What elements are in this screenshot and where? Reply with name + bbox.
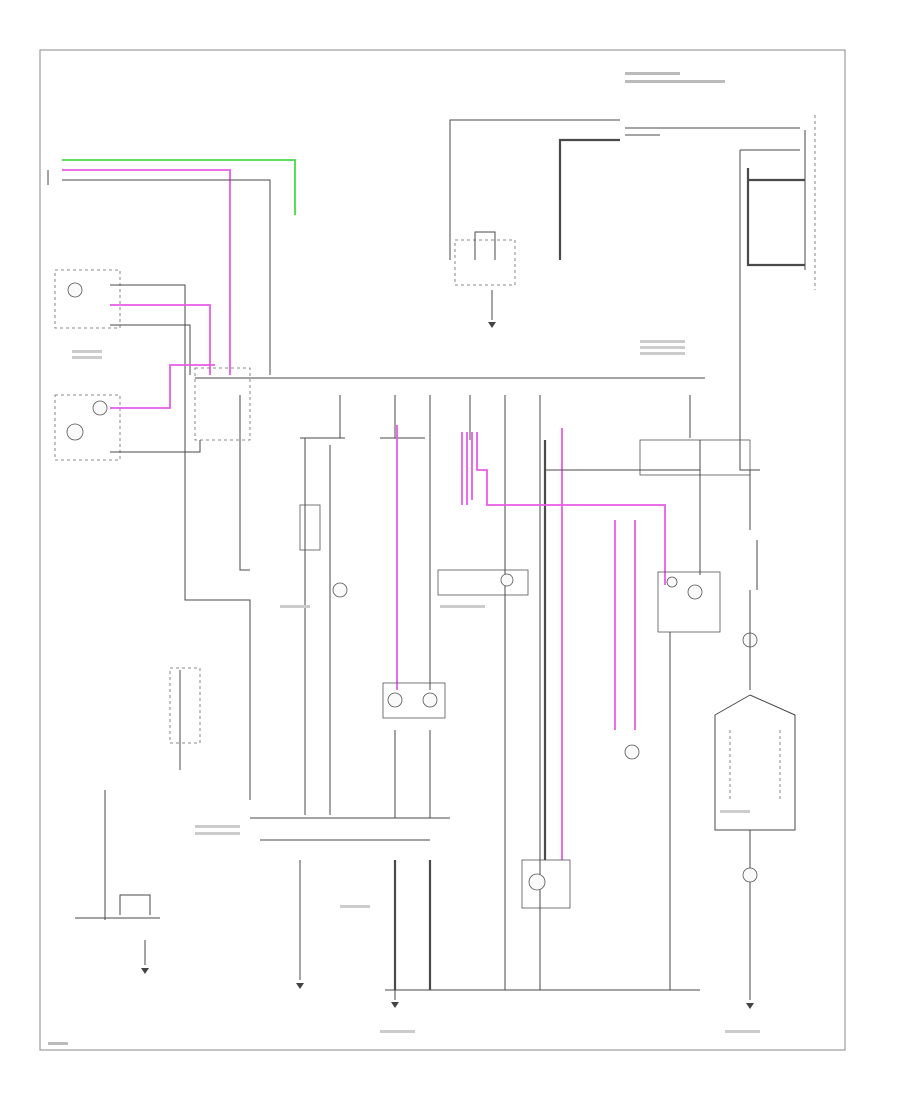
switch-top-center bbox=[449, 119, 620, 328]
pink-harness bbox=[461, 428, 666, 860]
label-marks bbox=[48, 72, 760, 1045]
lower-bus bbox=[250, 730, 700, 1008]
input-wires-top-left bbox=[47, 159, 296, 375]
switch-left-lower bbox=[54, 364, 215, 461]
middle-lamps bbox=[299, 504, 640, 909]
main-bus bbox=[194, 367, 705, 441]
diagram-border bbox=[39, 49, 846, 1051]
switch-left-upper bbox=[54, 269, 251, 800]
relay-box-right bbox=[545, 439, 751, 990]
switch-lower-left bbox=[75, 667, 201, 974]
bus-branches bbox=[239, 395, 691, 990]
connector-right-top bbox=[625, 115, 816, 471]
right-column-circuit bbox=[714, 470, 796, 1009]
